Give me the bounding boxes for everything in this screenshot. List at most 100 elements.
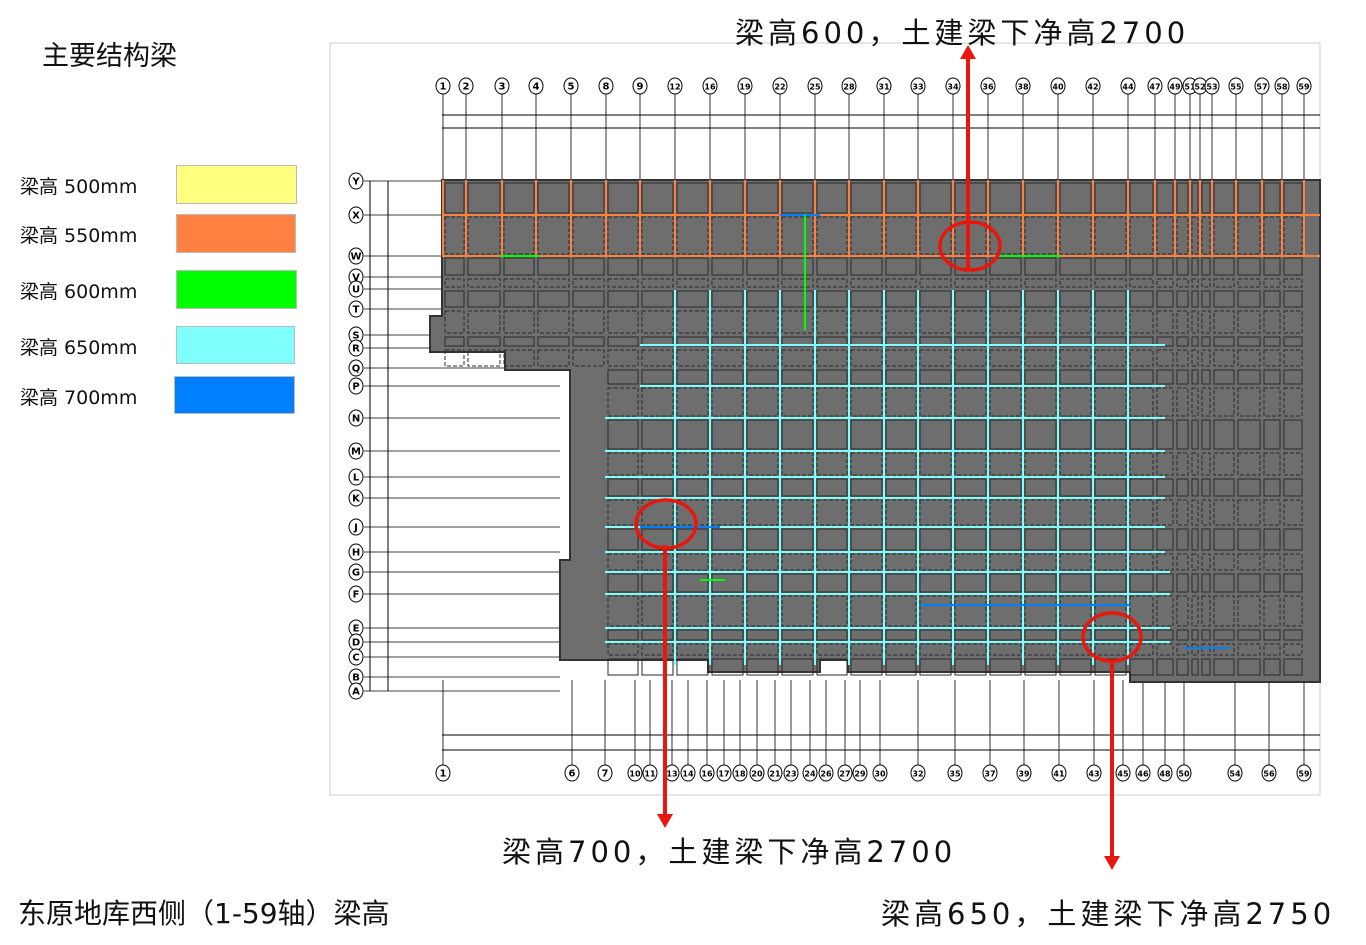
slab-cell	[989, 658, 1022, 676]
slab-cell	[1176, 573, 1189, 593]
bottom-axis-label: 30	[874, 770, 886, 779]
row-axis-label: M	[351, 447, 361, 458]
slab-cell	[885, 278, 917, 288]
slab-cell	[1059, 478, 1092, 497]
slab-cell	[641, 290, 674, 308]
slab-cell	[989, 452, 1022, 476]
slab-cell	[1191, 290, 1199, 308]
row-axis-label-bubble	[348, 518, 364, 536]
slab-cell	[816, 478, 848, 497]
slab-cell	[850, 369, 883, 385]
slab-cell	[1176, 595, 1189, 627]
slab-cell	[1156, 419, 1174, 450]
slab-cell	[1213, 310, 1235, 334]
top-axis-label: 49	[1169, 83, 1181, 92]
highlight-marks	[634, 45, 1143, 870]
bottom-axis-label-bubble	[872, 764, 888, 782]
slab-cell	[1156, 452, 1174, 476]
slab-cell	[1191, 257, 1199, 276]
slab-cell	[1176, 528, 1189, 551]
bottom-axis-label-bubble	[627, 764, 643, 782]
slab-cell	[607, 257, 639, 276]
slab-cell	[1129, 528, 1154, 551]
top-axis-label-bubble	[528, 77, 544, 95]
slab-cell	[781, 349, 814, 367]
slab-cell	[676, 629, 709, 641]
slab-cell	[1129, 452, 1154, 476]
slab-cell	[1024, 216, 1057, 255]
row-axis-label: V	[352, 273, 360, 284]
slab-cell	[711, 573, 744, 593]
bottom-axis-label: 39	[1018, 770, 1030, 779]
arrow-right-head	[1104, 856, 1120, 870]
slab-cell	[607, 387, 639, 417]
slab-cell	[850, 310, 883, 334]
slab-cell	[1094, 478, 1127, 497]
slab-cell	[1201, 349, 1211, 367]
slab-cell	[444, 216, 465, 255]
slab-cell	[607, 310, 639, 334]
slab-cell	[1201, 387, 1211, 417]
top-axis-label: 52	[1194, 83, 1205, 92]
slab-cell	[954, 278, 987, 288]
slab-cell	[676, 216, 709, 255]
slab-cell	[1129, 257, 1154, 276]
row-axis-label-bubble	[348, 682, 364, 700]
slab-cell	[1176, 553, 1189, 571]
top-axis-label: 31	[878, 83, 890, 92]
slab-cell	[607, 369, 639, 385]
slab-cell	[1094, 349, 1127, 367]
row-axis-label-bubble	[348, 280, 364, 298]
slab-cell	[503, 278, 535, 288]
slab-cell	[850, 278, 883, 288]
slab-cell	[537, 257, 570, 276]
slab-cell	[781, 278, 814, 288]
slab-cell	[1024, 182, 1057, 214]
row-axis-label: X	[352, 211, 360, 222]
slab-cell	[954, 182, 987, 214]
slab-cell	[1213, 528, 1235, 551]
slab-cell	[1283, 419, 1303, 450]
slab-cell	[1059, 499, 1092, 526]
slab-cell	[816, 499, 848, 526]
slab-cell	[1024, 658, 1057, 676]
slab-cell	[746, 182, 779, 214]
slab-cell	[1156, 257, 1174, 276]
top-axis-label-bubble	[910, 77, 926, 95]
top-axis-label: 9	[637, 82, 644, 93]
bottom-axis-label: 43	[1088, 770, 1099, 779]
slab-cell	[781, 182, 814, 214]
slab-cell	[1156, 278, 1174, 288]
row-axis-label-bubble	[348, 543, 364, 561]
top-axis-label: 55	[1230, 83, 1242, 92]
slab-cell	[850, 573, 883, 593]
slab-cell	[1237, 499, 1261, 526]
slab-cell	[954, 369, 987, 385]
slab-cell	[1176, 452, 1189, 476]
slab-cell	[885, 629, 917, 641]
slab-cell	[989, 182, 1022, 214]
slab-cell	[1129, 573, 1154, 593]
slab-cell	[711, 478, 744, 497]
bottom-axis-label-bubble	[1176, 764, 1192, 782]
slab-cell	[1237, 278, 1261, 288]
top-axis-label: 44	[1122, 83, 1134, 92]
slab-cell	[816, 387, 848, 417]
slab-cell	[989, 387, 1022, 417]
bottom-axis-label-bubble	[564, 764, 580, 782]
slab-cell	[572, 290, 605, 308]
bottom-axis-label: 48	[1159, 770, 1171, 779]
slab-cell	[1059, 310, 1092, 334]
slab-cell	[1024, 629, 1057, 641]
slab-cell	[537, 310, 570, 334]
slab-cell	[954, 349, 987, 367]
slab-cell	[1263, 499, 1281, 526]
slab-cell	[816, 573, 848, 593]
bottom-axis-label: 27	[839, 770, 850, 779]
slab-cell	[607, 349, 639, 367]
top-axis-label-bubble	[1204, 77, 1220, 95]
slab-cell	[676, 595, 709, 627]
slab-cell	[919, 643, 952, 656]
slab-cell	[1237, 658, 1261, 676]
slab-cell	[746, 478, 779, 497]
